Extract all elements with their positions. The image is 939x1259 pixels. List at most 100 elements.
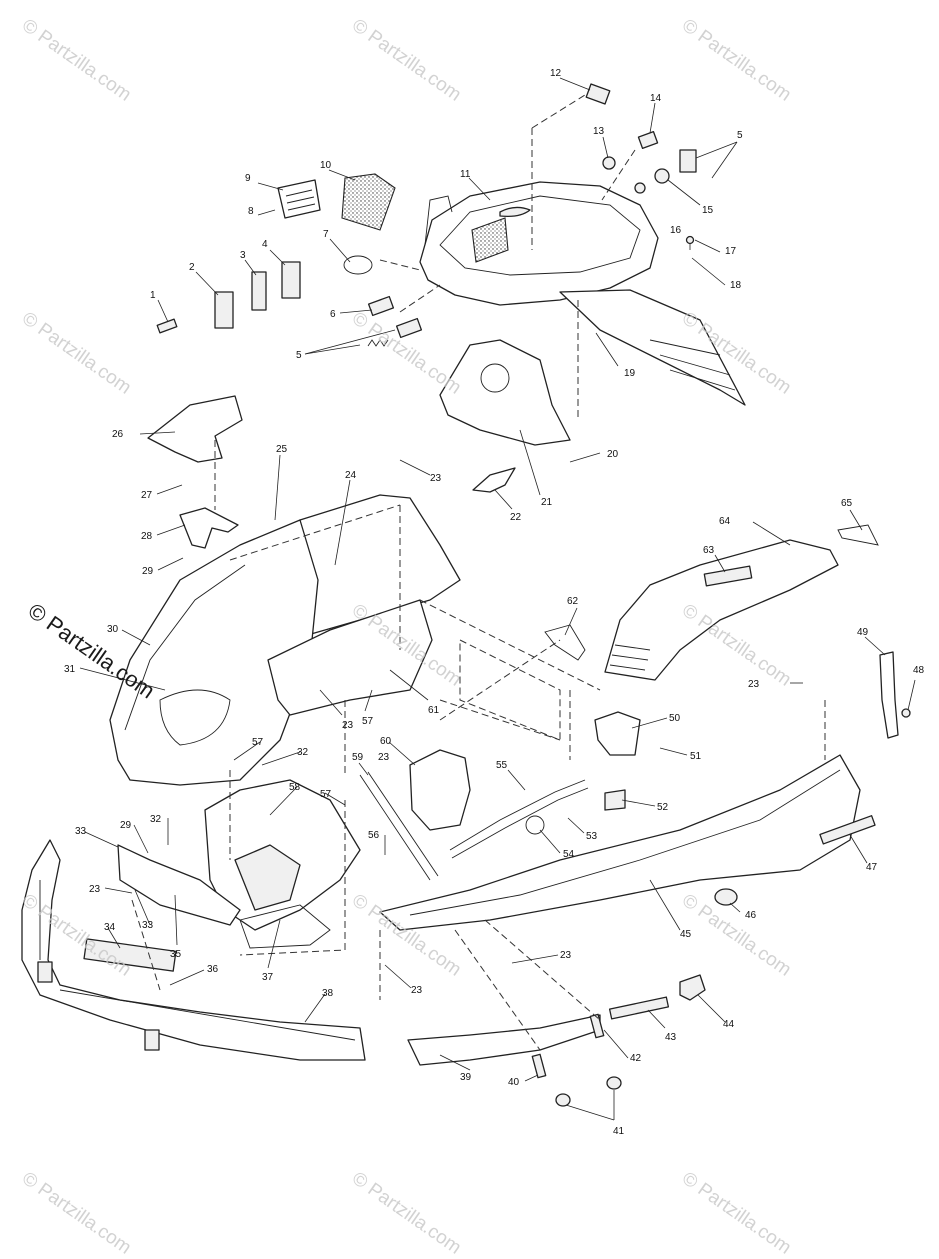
part-62 — [544, 624, 586, 661]
parts-diagram: 1 2 3 4 5 5 6 7 8 9 10 11 12 13 14 15 16… — [21, 68, 925, 1137]
callout-23-g: 23 — [378, 752, 390, 763]
callout-47: 47 — [866, 862, 878, 873]
part-59 — [359, 771, 439, 881]
callout-19: 19 — [624, 368, 636, 379]
callout-15: 15 — [702, 205, 714, 216]
part-2 — [214, 291, 234, 329]
callout-23-d: 23 — [89, 884, 101, 895]
callout-29-b: 29 — [120, 820, 132, 831]
callout-32-a: 32 — [297, 747, 309, 758]
part-9 — [277, 179, 321, 219]
part-41b — [606, 1076, 622, 1090]
part-64 — [604, 539, 839, 681]
callout-13: 13 — [593, 126, 605, 137]
callout-21: 21 — [541, 497, 553, 508]
part-6 — [367, 295, 395, 317]
callout-32-b: 32 — [150, 814, 162, 825]
part-7 — [343, 255, 373, 275]
callout-30: 30 — [107, 624, 119, 635]
callout-26: 26 — [112, 429, 124, 440]
callout-38: 38 — [322, 988, 334, 999]
callout-23-c: 23 — [748, 679, 760, 690]
part-45-ridge — [409, 769, 841, 916]
callout-55: 55 — [496, 760, 508, 771]
side-panel-right — [559, 289, 746, 406]
callout-2: 2 — [189, 262, 195, 273]
part-61 — [267, 599, 433, 716]
part-31 — [159, 689, 231, 746]
hood-vent — [471, 217, 509, 263]
part-40 — [531, 1053, 547, 1079]
callout-29-a: 29 — [142, 566, 154, 577]
callout-5-upper: 5 — [737, 130, 743, 141]
callout-41: 41 — [613, 1126, 625, 1137]
part-48 — [901, 708, 911, 718]
part-60 — [409, 749, 471, 831]
callout-60: 60 — [380, 736, 392, 747]
callout-39: 39 — [460, 1072, 472, 1083]
part-5-lower — [395, 317, 423, 339]
callout-4: 4 — [262, 239, 268, 250]
callout-57-a: 57 — [252, 737, 264, 748]
hood-top — [439, 195, 641, 276]
callout-7: 7 — [323, 229, 329, 240]
callout-61: 61 — [428, 705, 440, 716]
mid-assembly — [109, 395, 641, 949]
part-52 — [604, 789, 626, 811]
callout-22: 22 — [510, 512, 522, 523]
callout-17: 17 — [725, 246, 737, 257]
part-15 — [654, 168, 670, 184]
alignment-lines — [131, 94, 826, 1051]
part-47 — [819, 815, 876, 845]
part-41a — [555, 1093, 571, 1107]
callout-50: 50 — [669, 713, 681, 724]
callout-57-b: 57 — [362, 716, 374, 727]
callout-31: 31 — [64, 664, 76, 675]
part-44 — [679, 974, 706, 1001]
callout-10: 10 — [320, 160, 332, 171]
callout-43: 43 — [665, 1032, 677, 1043]
callout-23-e: 23 — [411, 985, 423, 996]
callout-65: 65 — [841, 498, 853, 509]
callout-51: 51 — [690, 751, 702, 762]
part-54 — [525, 815, 545, 835]
part-58-window — [234, 844, 301, 911]
callout-57-c: 57 — [320, 789, 332, 800]
callout-40: 40 — [508, 1077, 520, 1088]
callout-labels: 1 2 3 4 5 5 6 7 8 9 10 11 12 13 14 15 16… — [64, 68, 925, 1137]
part-10 — [341, 173, 396, 231]
callout-33-b: 33 — [142, 920, 154, 931]
hood-grille-oval — [499, 206, 531, 218]
part-63 — [703, 565, 753, 587]
part-43 — [608, 996, 670, 1020]
part-50 — [594, 711, 641, 756]
part-22 — [472, 467, 516, 493]
callout-25: 25 — [276, 444, 288, 455]
callout-23-f: 23 — [560, 950, 572, 961]
callout-16: 16 — [670, 225, 682, 236]
callout-64: 64 — [719, 516, 731, 527]
hood-hardware — [156, 83, 697, 347]
callout-6: 6 — [330, 309, 336, 320]
part-17 — [685, 235, 695, 245]
callout-34: 34 — [104, 922, 116, 933]
part-30-edge — [124, 564, 246, 731]
callout-44: 44 — [723, 1019, 735, 1030]
callout-53: 53 — [586, 831, 598, 842]
callout-23-b: 23 — [342, 720, 354, 731]
callout-58: 58 — [289, 782, 301, 793]
part-38-holes — [39, 880, 356, 1041]
part-28 — [179, 507, 239, 549]
part-39 — [407, 1014, 601, 1066]
callout-35: 35 — [170, 949, 182, 960]
part-55 — [449, 779, 589, 859]
part-64-louvers — [609, 644, 651, 671]
part-49 — [879, 651, 899, 739]
part-9-slots — [285, 189, 316, 211]
callout-24: 24 — [345, 470, 357, 481]
callout-3: 3 — [240, 250, 246, 261]
part-65 — [837, 524, 879, 546]
callout-12: 12 — [550, 68, 562, 79]
part-4 — [281, 261, 301, 299]
hood-shell — [419, 181, 659, 306]
